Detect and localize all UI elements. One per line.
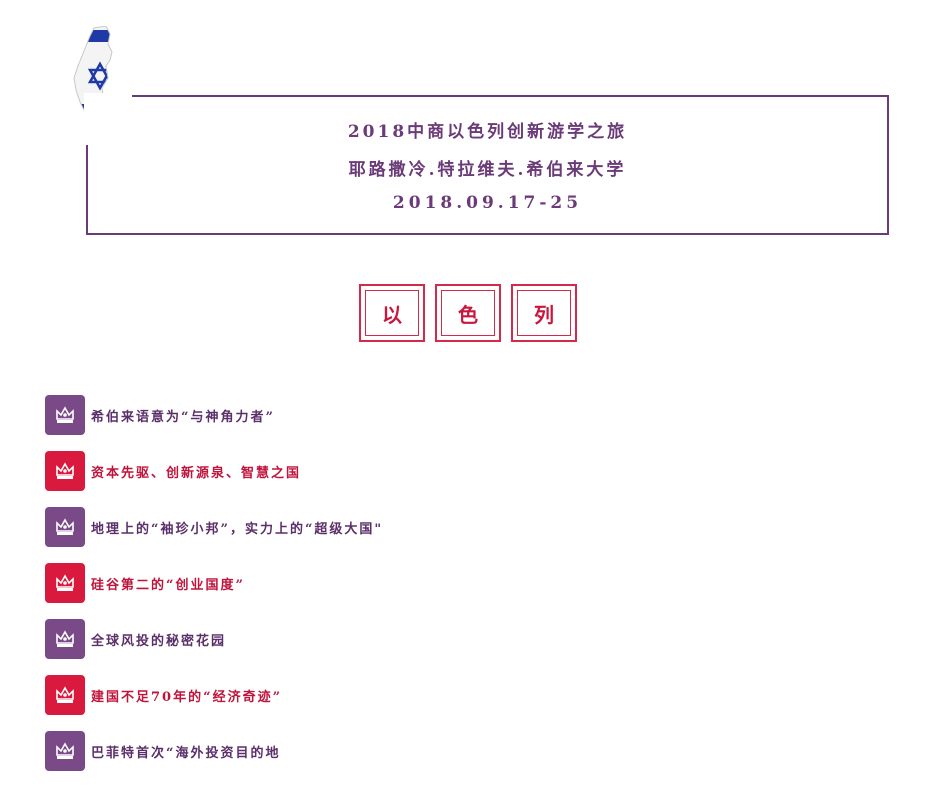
badge <box>45 451 85 491</box>
country-name-boxes: 以 色 列 <box>359 284 579 346</box>
list-item-text: 资本先驱、创新源泉、智慧之国 <box>91 465 302 481</box>
char-box-1: 以 <box>359 284 425 342</box>
badge <box>45 395 85 435</box>
list-item-text: 建国不足70年的“经济奇迹” <box>91 689 283 705</box>
header-subtitle: 耶路撒冷.特拉维夫.希伯来大学 <box>348 160 627 180</box>
char-box-3: 列 <box>511 284 577 342</box>
list-item: 巴菲特首次“海外投资目的地 <box>45 731 280 771</box>
char-box-2-text: 色 <box>441 290 495 336</box>
char-box-3-text: 列 <box>517 290 571 336</box>
crown-icon <box>56 686 74 703</box>
list-item-text: 地理上的“袖珍小邦”，实力上的“超级大国" <box>91 521 384 537</box>
char-box-2: 色 <box>435 284 501 342</box>
list-item: 资本先驱、创新源泉、智慧之国 <box>45 451 301 491</box>
list-item-text: 硅谷第二的“创业国度” <box>91 577 245 593</box>
header-dates: 2018.09.17-25 <box>392 193 583 213</box>
badge <box>45 731 85 771</box>
crown-icon <box>56 518 74 535</box>
crown-icon <box>56 630 74 647</box>
badge <box>45 675 85 715</box>
list-item-text: 希伯来语意为“与神角力者” <box>91 409 275 425</box>
crown-icon <box>56 406 74 423</box>
header-box: 2018中商以色列创新游学之旅 耶路撒冷.特拉维夫.希伯来大学 2018.09.… <box>84 93 889 235</box>
list-item-text: 全球风投的秘密花园 <box>91 633 227 649</box>
list-item: 全球风投的秘密花园 <box>45 619 226 659</box>
list-item: 希伯来语意为“与神角力者” <box>45 395 275 435</box>
badge <box>45 507 85 547</box>
header-box-corner-gap <box>84 93 132 145</box>
crown-icon <box>56 574 74 591</box>
char-box-1-text: 以 <box>365 290 419 336</box>
badge <box>45 563 85 603</box>
header-title: 2018中商以色列创新游学之旅 <box>347 122 628 142</box>
badge <box>45 619 85 659</box>
list-item-text: 巴菲特首次“海外投资目的地 <box>91 745 281 761</box>
crown-icon <box>56 742 74 759</box>
list-item: 硅谷第二的“创业国度” <box>45 563 245 603</box>
crown-icon <box>56 462 74 479</box>
list-item: 地理上的“袖珍小邦”，实力上的“超级大国" <box>45 507 383 547</box>
list-item: 建国不足70年的“经济奇迹” <box>45 675 282 715</box>
